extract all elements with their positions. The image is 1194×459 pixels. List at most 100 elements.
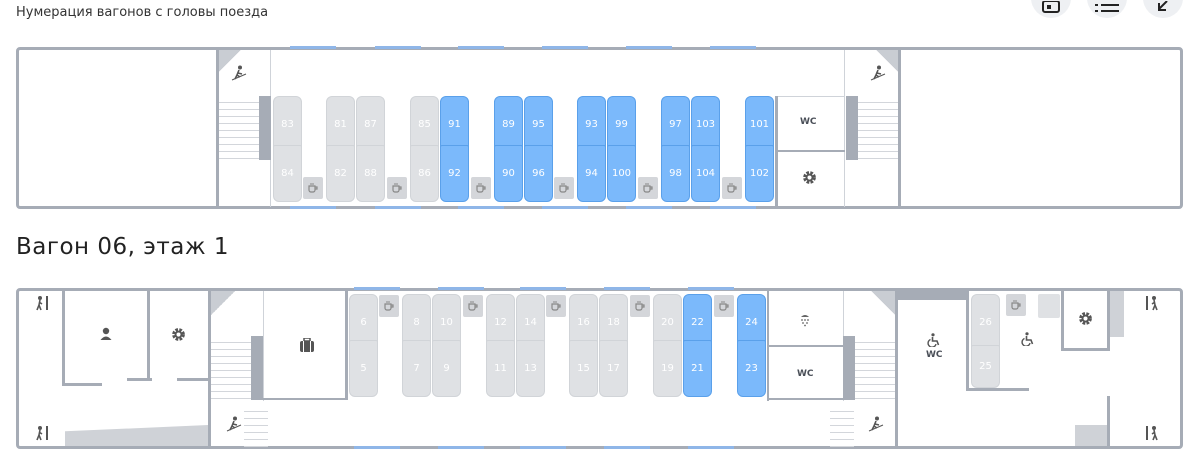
accessible-wall [966,291,969,391]
wheelchair-icon [924,331,944,349]
seat-26[interactable]: 26 [971,294,1000,351]
table-icon [303,177,323,199]
window [290,46,336,49]
partition-wall [216,50,219,207]
table-icon [714,295,734,317]
seat-15[interactable]: 15 [569,340,598,397]
seat-85[interactable]: 85 [410,96,439,153]
shower-icon [795,310,815,330]
accessible-wall [966,388,1029,391]
exit-door-icon [31,423,53,443]
table-icon [554,177,574,199]
attendant-icon [96,324,116,344]
collapse-button[interactable] [1143,0,1183,18]
seat-91[interactable]: 91 [440,96,469,153]
table-icon [1006,294,1026,316]
seat-89[interactable]: 89 [494,96,523,153]
table-icon [722,177,742,199]
partition-wall [844,50,845,207]
list-view-button[interactable] [1087,0,1127,18]
seat-23[interactable]: 23 [737,340,766,397]
stairs-icon [229,63,249,83]
seat-19[interactable]: 19 [653,340,682,397]
stairs-corner [876,50,898,72]
stairs-icon [866,414,886,434]
seat-99[interactable]: 99 [607,96,636,153]
partition-wall [1061,291,1064,351]
seat-5[interactable]: 5 [349,340,378,397]
seat-86[interactable]: 86 [410,145,439,202]
seat-17[interactable]: 17 [599,340,628,397]
table-icon [630,295,650,317]
seat-94[interactable]: 94 [577,145,606,202]
seat-90[interactable]: 90 [494,145,523,202]
stairwell-wall [251,336,263,400]
seat-13[interactable]: 13 [516,340,545,397]
seat-11[interactable]: 11 [486,340,515,397]
window [354,287,400,290]
stairs [855,336,895,400]
seat-88[interactable]: 88 [356,145,385,202]
luggage-wall [263,398,347,400]
window [438,446,484,449]
seat-82[interactable]: 82 [326,145,355,202]
stairs [830,405,854,447]
gear-icon [799,167,819,187]
table [1038,294,1060,318]
seat-102[interactable]: 102 [745,145,774,202]
seat-92[interactable]: 92 [440,145,469,202]
wheelchair-icon [1018,330,1038,348]
seat-93[interactable]: 93 [577,96,606,153]
partition-wall [1107,291,1110,351]
window [710,46,756,49]
seat-97[interactable]: 97 [661,96,690,153]
seat-101[interactable]: 101 [745,96,774,153]
stairs-corner [219,50,241,72]
wc-wall [775,96,845,97]
corridor-ramp [65,425,208,446]
seat-7[interactable]: 7 [402,340,431,397]
table-icon [379,295,399,317]
seat-103[interactable]: 103 [691,96,720,153]
seat-9[interactable]: 9 [432,340,461,397]
stairwell-wall [846,96,858,160]
seat-95[interactable]: 95 [524,96,553,153]
window [626,46,672,49]
table-icon [471,177,491,199]
seat-map-button[interactable] [1031,0,1071,18]
seat-98[interactable]: 98 [661,145,690,202]
gear-icon [168,324,188,344]
seat-map-icon [1042,1,1060,13]
gear-icon [1075,308,1095,328]
stairwell-wall [843,336,855,400]
seat-84[interactable]: 84 [273,145,302,202]
table-icon [638,177,658,199]
collapse-arrow-icon [1158,1,1168,11]
window [542,206,588,209]
stairs-corner [871,291,895,315]
table-icon [387,177,407,199]
stairs [244,405,268,447]
table-icon [463,295,483,317]
table-icon [546,295,566,317]
seat-25[interactable]: 25 [971,345,1000,388]
seat-21[interactable]: 21 [683,340,712,397]
partition-wall [147,291,150,381]
wc-label: WC [800,117,817,127]
car-numbering-hint: Нумерация вагонов с головы поезда [16,5,269,20]
partition-wall [177,378,210,381]
seat-81[interactable]: 81 [326,96,355,153]
window [604,446,650,449]
exit-door-icon [1141,423,1163,443]
window [458,206,504,209]
stairs [211,336,251,400]
seat-100[interactable]: 100 [607,145,636,202]
exit-door-icon [31,293,53,313]
window [688,287,734,290]
vestibule-panel [1110,291,1124,337]
accessible-wall [898,291,966,300]
seat-104[interactable]: 104 [691,145,720,202]
window [626,206,672,209]
seat-96[interactable]: 96 [524,145,553,202]
partition-wall [898,50,901,207]
